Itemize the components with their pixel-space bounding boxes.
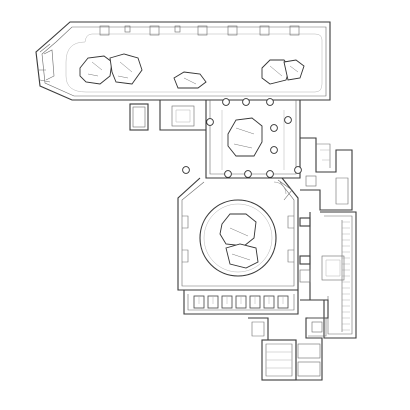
long-hall-rock-sculptures (79, 53, 305, 89)
rotunda-inner-circle (199, 199, 277, 277)
column (182, 166, 190, 174)
column (294, 166, 302, 174)
column (244, 170, 252, 178)
colonnade-hall (129, 100, 301, 179)
column (224, 170, 232, 178)
colonnade-rock-sculpture (227, 117, 263, 157)
column (266, 98, 274, 106)
east-wing (299, 211, 357, 339)
rotunda-rock-sculpture (219, 213, 259, 269)
east-wing-stair (341, 220, 350, 332)
south-block (248, 299, 329, 381)
column (222, 98, 230, 106)
column (242, 98, 250, 106)
south-service-rooms (183, 290, 299, 315)
column (206, 118, 214, 126)
service-cells (193, 295, 289, 309)
long-hall (35, 21, 331, 101)
column (270, 124, 278, 132)
long-hall-window-bays (99, 25, 300, 36)
columns (182, 98, 302, 178)
column (266, 170, 274, 178)
north-east-annex (300, 137, 353, 211)
column (284, 116, 292, 124)
column (270, 146, 278, 154)
rotunda (177, 177, 299, 291)
